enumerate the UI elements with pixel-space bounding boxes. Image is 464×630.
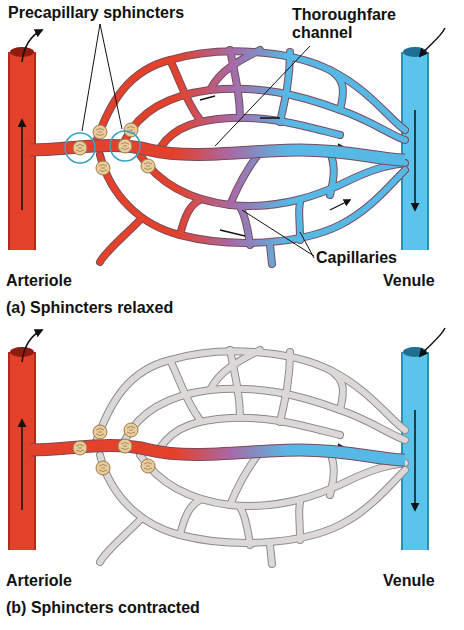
leader-line [242, 210, 314, 258]
vessel-label: Venule [383, 272, 435, 290]
vessels [10, 328, 445, 550]
vessel-label: Arteriole [6, 272, 72, 290]
sphincter [124, 423, 138, 437]
sphincter [118, 139, 132, 153]
part-label: Thoroughfare channel [292, 6, 417, 42]
sphincter [93, 425, 107, 439]
highlight-circle [65, 133, 95, 163]
sphincter [96, 461, 110, 475]
panel-contracted [10, 328, 445, 564]
vessel-label: Arteriole [6, 572, 72, 590]
leader-line [82, 24, 122, 131]
sphincter [73, 441, 87, 455]
sphincter [96, 161, 110, 175]
leader-line [215, 46, 310, 146]
sphincter [93, 125, 107, 139]
panel-relaxed [10, 24, 445, 264]
sphincter [141, 459, 155, 473]
sphincter [141, 159, 155, 173]
sphincter [118, 439, 132, 453]
panel-caption: (a) Sphincters relaxed [6, 299, 173, 317]
part-label: Precapillary sphincters [8, 4, 184, 22]
sphincter [73, 141, 87, 155]
panel-caption: (b) Sphincters contracted [6, 599, 200, 617]
flow-arrows [200, 96, 350, 236]
vessel-label: Venule [383, 572, 435, 590]
highlight-circle [110, 131, 140, 161]
vessels [10, 28, 445, 250]
part-label: Capillaries [316, 249, 397, 267]
